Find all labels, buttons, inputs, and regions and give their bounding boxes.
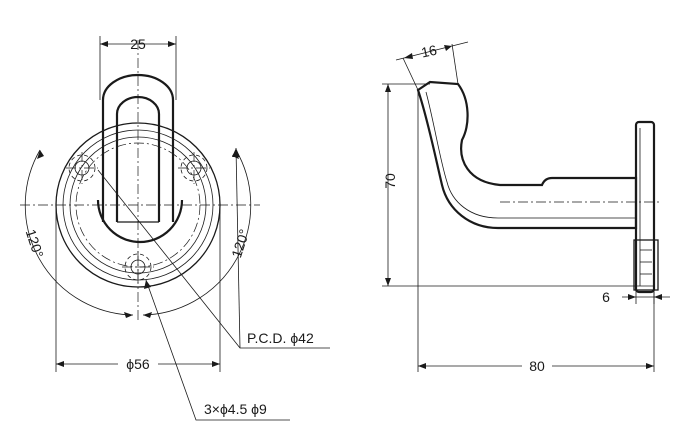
bracket-inner-arc — [96, 199, 184, 244]
dim-depth-label: 80 — [529, 358, 545, 374]
holes-callout: 3×ϕ4.5 ϕ9 — [204, 401, 267, 417]
mount-clip — [633, 239, 659, 291]
hook-arm-slot — [115, 95, 161, 222]
hook-profile-inner — [425, 91, 636, 219]
pcd-leader — [97, 169, 330, 349]
pcd-circle — [75, 142, 201, 268]
dim-angle-right-arc — [142, 149, 252, 316]
screw-hole-left — [66, 152, 98, 184]
screw-hole-bottom — [122, 251, 154, 283]
dim-thickness-label: 16 — [420, 42, 439, 61]
dim-angle-left-label: 120° — [23, 227, 47, 259]
side-view: 16 70 6 80 — [382, 41, 670, 376]
wall-plate — [634, 120, 656, 294]
screw-hole-right — [178, 152, 210, 184]
dim-height-label: 70 — [382, 173, 398, 189]
dim-width-label: 25 — [130, 36, 146, 52]
front-view: 25 120° 120° ϕ56 P.C.D. ϕ42 3×ϕ4.5 ϕ9 — [20, 36, 330, 421]
base-ring-2 — [62, 129, 214, 281]
hook-profile-outer — [416, 80, 638, 230]
pcd-callout: P.C.D. ϕ42 — [247, 330, 314, 346]
dim-angle-right-label: 120° — [228, 227, 252, 259]
dim-offset-label: 6 — [602, 289, 610, 305]
holes-leader — [145, 279, 290, 421]
dim-diameter-label: ϕ56 — [126, 356, 150, 372]
hook-arm-outline — [101, 73, 175, 222]
dim-angle-left-arc — [24, 149, 134, 316]
